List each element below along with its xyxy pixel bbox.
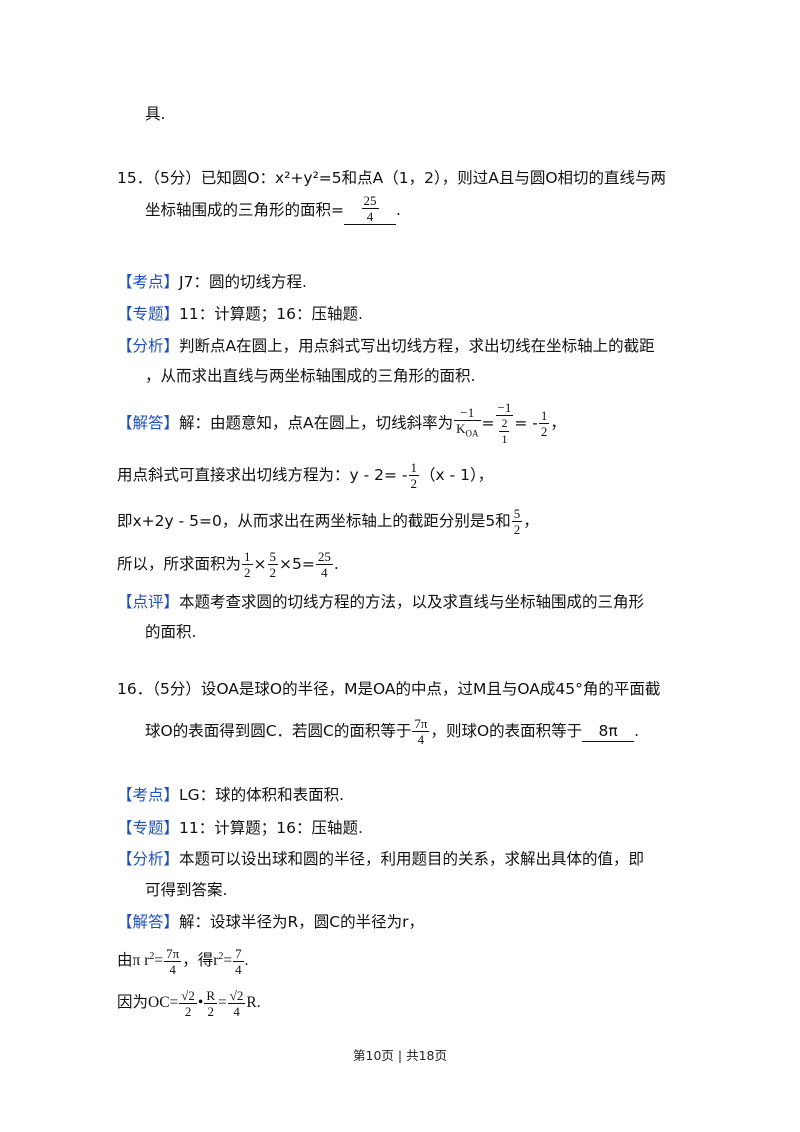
fenxi-tag: 【分析】 [117, 337, 180, 355]
kaodian-line: 【考点】LG：球的体积和表面积. [117, 786, 345, 804]
zhuanti-tag: 【专题】 [117, 305, 180, 323]
kaodian-tag: 【考点】 [117, 273, 180, 291]
question-number: 15． [117, 169, 153, 187]
jieda-tag: 【解答】 [117, 913, 180, 931]
zhuanti-line: 【专题】11：计算题；16：压轴题. [117, 305, 363, 323]
kaodian-tag: 【考点】 [117, 786, 180, 804]
question-16-line1: 16．（5分）设OA是球O的半径，M是OA的中点，过M且与OA成45°角的平面截 [117, 680, 661, 698]
question-15-line1: 15．（5分）已知圆O：x²+y²=5和点A（1，2），则过A且与圆O相切的直线… [117, 169, 667, 187]
page-footer: 第10页 | 共18页 [353, 1048, 447, 1063]
fenxi-line2: ，从而求出直线与两坐标轴围成的三角形的面积. [145, 367, 476, 385]
zhuanti-line: 【专题】11：计算题；16：压轴题. [117, 819, 363, 837]
dianping-tag: 【点评】 [117, 593, 180, 611]
fenxi-line1: 【分析】判断点A在圆上，用点斜式写出切线方程，求出切线在坐标轴上的截距 [117, 337, 655, 355]
answer-blank: 8π [582, 721, 635, 742]
jieda-tag: 【解答】 [117, 414, 180, 432]
fenxi-line1: 【分析】本题可以设出球和圆的半径，利用题目的关系，求解出具体的值，即 [117, 850, 645, 868]
jieda-line1: 【解答】解：设球半径为R，圆C的半径为r， [117, 913, 424, 931]
fenxi-line2: 可得到答案. [145, 881, 228, 899]
zhuanti-tag: 【专题】 [117, 819, 180, 837]
dianping-line1: 【点评】本题考查求圆的切线方程的方法，以及求直线与坐标轴围成的三角形 [117, 593, 645, 611]
continued-text: 具. [145, 105, 166, 123]
dianping-line2: 的面积. [145, 623, 197, 641]
kaodian-line: 【考点】J7：圆的切线方程. [117, 273, 307, 291]
fenxi-tag: 【分析】 [117, 850, 180, 868]
question-number: 16． [117, 680, 153, 698]
